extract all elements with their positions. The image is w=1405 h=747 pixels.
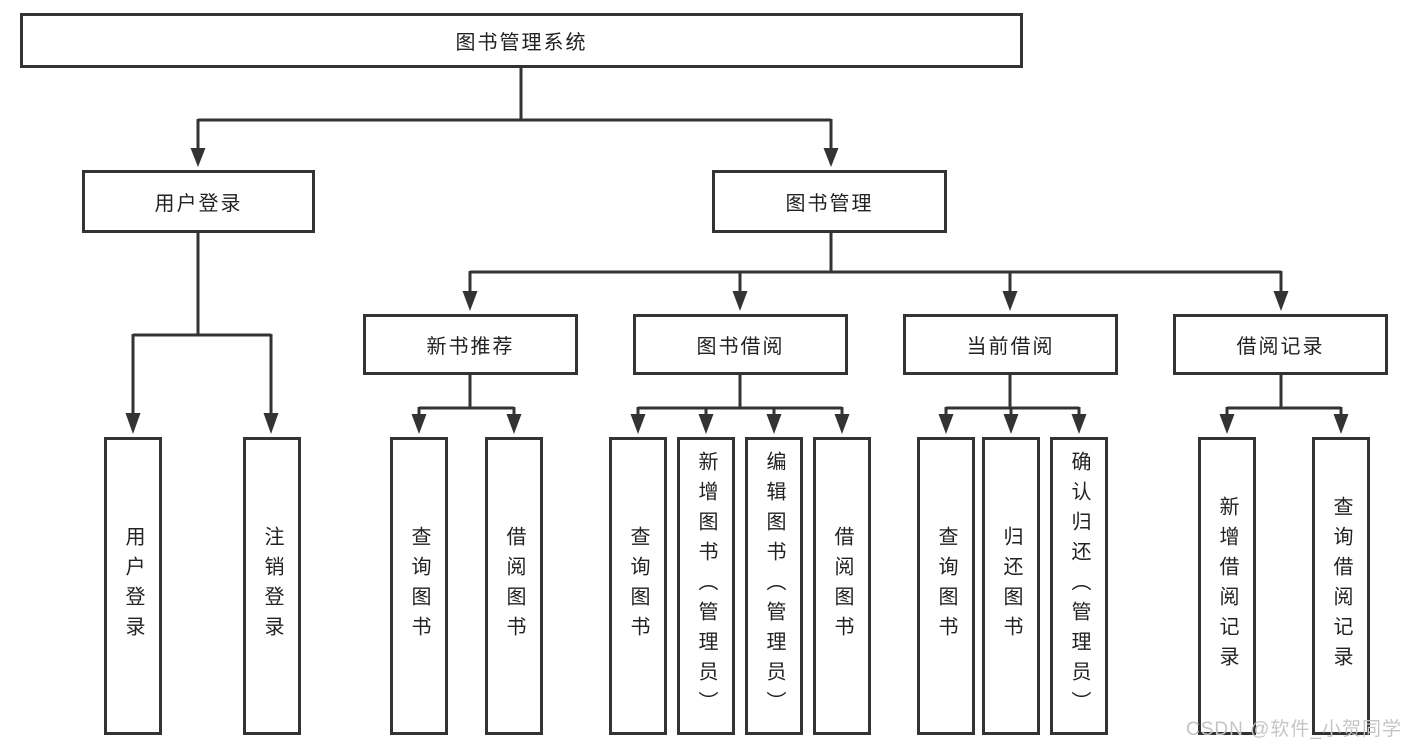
leaf-confirm-return-admin: 确认归还（管理员） bbox=[1050, 437, 1108, 735]
node-label: 借阅图书 bbox=[831, 526, 853, 646]
watermark: CSDN @软件_小贺同学 bbox=[1186, 719, 1402, 740]
node-label: 图书管理系统 bbox=[455, 32, 588, 54]
node-book-management: 图书管理 bbox=[712, 170, 947, 233]
node-label: 编辑图书（管理员） bbox=[763, 451, 785, 721]
connector-current-borrow-children bbox=[938, 375, 1087, 434]
connector-new-book-children bbox=[411, 375, 522, 434]
node-label: 借阅图书 bbox=[503, 526, 525, 646]
node-label: 注销登录 bbox=[261, 526, 283, 646]
node-label: 用户登录 bbox=[154, 193, 243, 215]
connector-borrow-records-children bbox=[1219, 375, 1349, 434]
leaf-logout-login: 注销登录 bbox=[243, 437, 301, 735]
leaf-edit-book-admin: 编辑图书（管理员） bbox=[745, 437, 803, 735]
node-label: 图书管理 bbox=[785, 193, 874, 215]
node-new-book-recommend: 新书推荐 bbox=[363, 314, 578, 375]
leaf-add-book-admin: 新增图书（管理员） bbox=[677, 437, 735, 735]
leaf-return-books: 归还图书 bbox=[982, 437, 1040, 735]
leaf-query-borrow-record: 查询借阅记录 bbox=[1312, 437, 1370, 735]
leaf-borrow-books: 借阅图书 bbox=[813, 437, 871, 735]
connector-user-login-children bbox=[125, 233, 279, 434]
node-label: 查询图书 bbox=[627, 526, 649, 646]
node-label: 当前借阅 bbox=[966, 336, 1055, 358]
node-label: 归还图书 bbox=[1000, 526, 1022, 646]
leaf-query-books-current: 查询图书 bbox=[917, 437, 975, 735]
node-label: 查询图书 bbox=[408, 526, 430, 646]
node-label: 查询借阅记录 bbox=[1330, 496, 1352, 676]
connector-book-borrow-children bbox=[630, 375, 850, 434]
connector-root-to-level2 bbox=[190, 68, 839, 167]
node-label: 图书借阅 bbox=[696, 336, 785, 358]
node-borrowing-records: 借阅记录 bbox=[1173, 314, 1388, 375]
leaf-add-borrow-record: 新增借阅记录 bbox=[1198, 437, 1256, 735]
node-label: 新增借阅记录 bbox=[1216, 496, 1238, 676]
node-label: 确认归还（管理员） bbox=[1068, 451, 1090, 721]
node-label: 用户登录 bbox=[122, 526, 144, 646]
node-library-management-system: 图书管理系统 bbox=[20, 13, 1023, 68]
leaf-query-books-borrow: 查询图书 bbox=[609, 437, 667, 735]
node-label: 借阅记录 bbox=[1236, 336, 1325, 358]
leaf-borrow-books-recommend: 借阅图书 bbox=[485, 437, 543, 735]
node-book-borrowing: 图书借阅 bbox=[633, 314, 848, 375]
leaf-query-books-recommend: 查询图书 bbox=[390, 437, 448, 735]
node-label: 新增图书（管理员） bbox=[695, 451, 717, 721]
node-label: 查询图书 bbox=[935, 526, 957, 646]
node-label: 新书推荐 bbox=[426, 336, 515, 358]
node-user-login: 用户登录 bbox=[82, 170, 315, 233]
node-current-borrowing: 当前借阅 bbox=[903, 314, 1118, 375]
leaf-user-login: 用户登录 bbox=[104, 437, 162, 735]
connector-book-mgmt-children bbox=[462, 233, 1289, 311]
